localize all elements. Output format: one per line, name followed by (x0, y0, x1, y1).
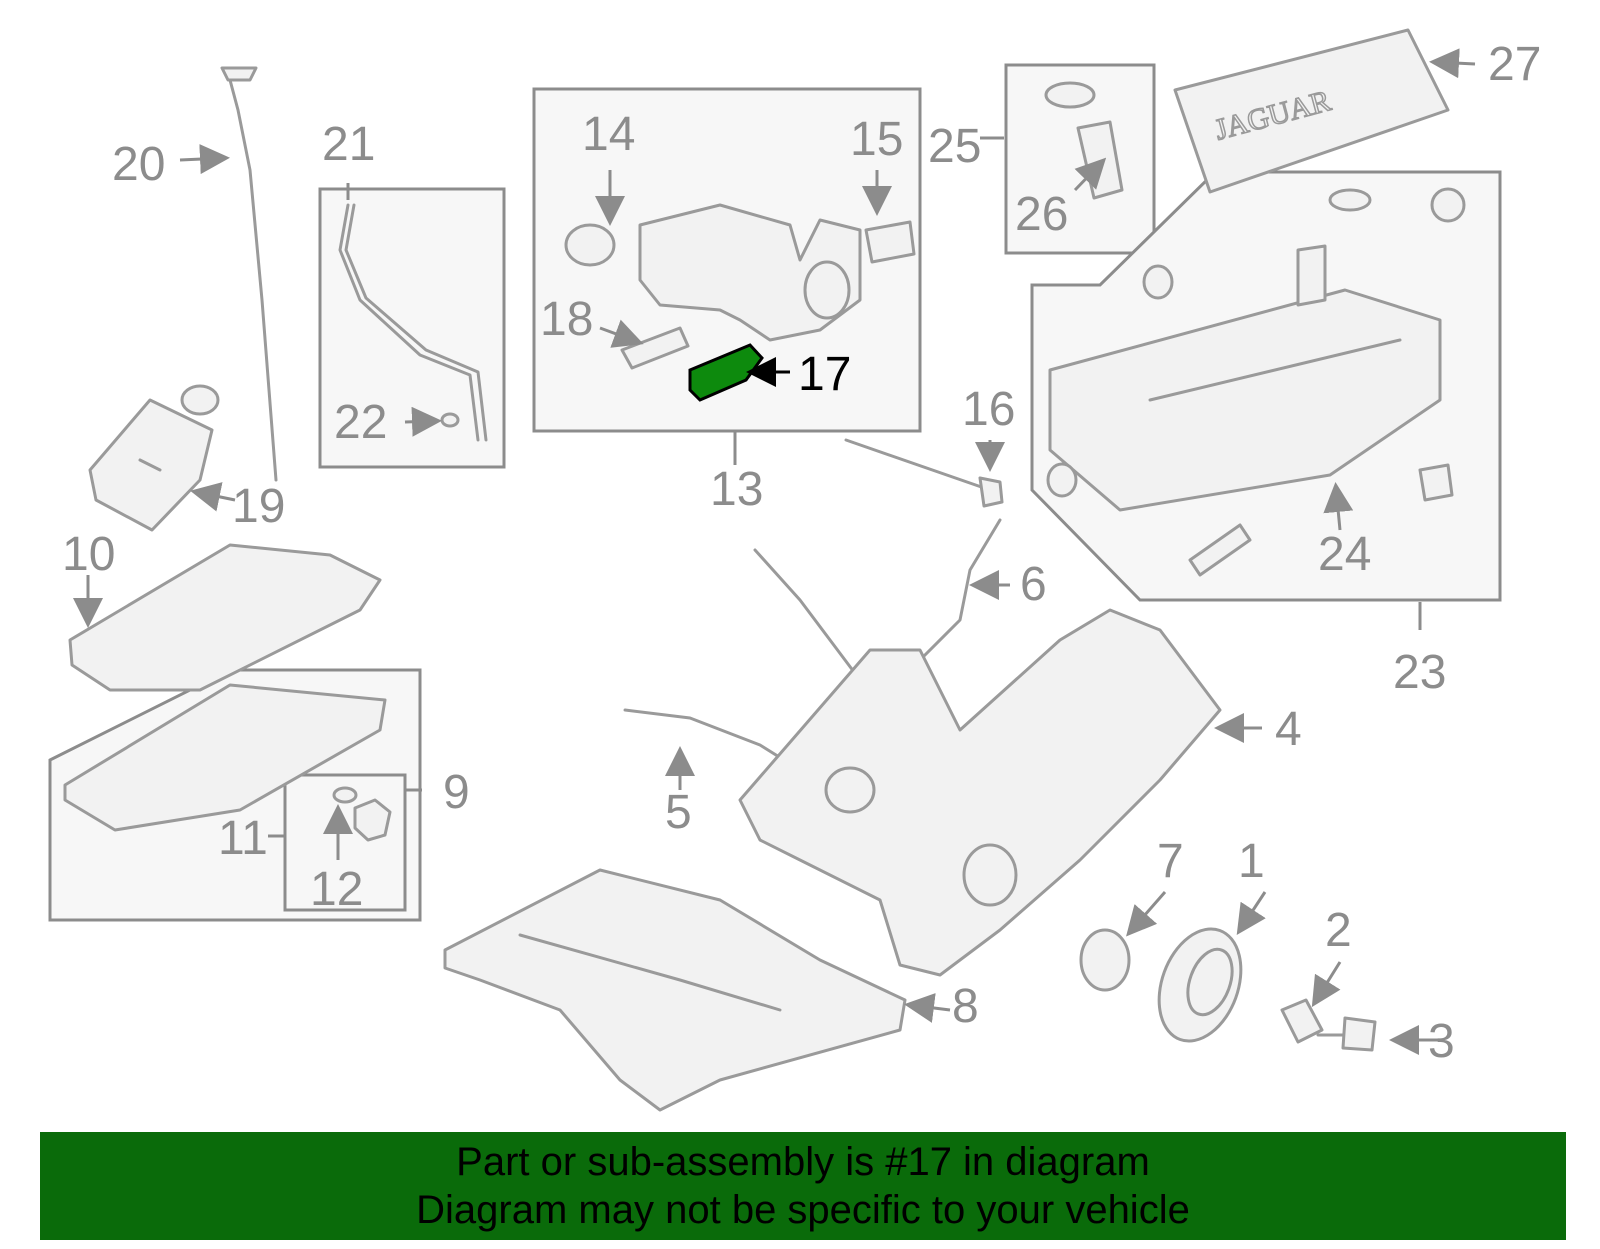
valve-cover (1046, 187, 1466, 577)
callout-14: 14 (582, 108, 635, 161)
callout-1: 1 (1238, 835, 1265, 888)
callout-27: 27 (1488, 38, 1541, 91)
callout-19: 19 (232, 480, 285, 533)
fitting-15 (864, 220, 916, 264)
callout-2: 2 (1325, 904, 1352, 957)
part-notice-line: Part or sub-assembly is #17 in diagram (456, 1140, 1150, 1184)
callout-15: 15 (850, 113, 903, 166)
o-ring-22 (440, 412, 460, 428)
dipstick-tube (338, 203, 488, 442)
callout-8: 8 (952, 980, 979, 1033)
callout-16: 16 (962, 383, 1015, 436)
callout-6: 6 (1020, 558, 1047, 611)
vehicle-disclaimer-line: Diagram may not be specific to your vehi… (416, 1188, 1190, 1232)
callout-3: 3 (1428, 1015, 1455, 1068)
timing-cover (738, 608, 1222, 977)
bolt-3 (1316, 1016, 1377, 1052)
thermostat-housing (638, 203, 862, 342)
washer-2 (1280, 998, 1324, 1044)
callout-7: 7 (1157, 835, 1184, 888)
callout-13: 13 (710, 463, 763, 516)
drain-plug-washer (332, 786, 358, 804)
callout-17: 17 (798, 348, 851, 401)
engine-cover: JAGUAR (1173, 28, 1450, 194)
callout-24: 24 (1318, 528, 1371, 581)
crank-pulley (1157, 927, 1243, 1043)
callout-12: 12 (310, 863, 363, 916)
gasket-6 (918, 518, 1002, 662)
callout-21: 21 (322, 118, 375, 171)
callout-20: 20 (112, 138, 165, 191)
filler-cap (1044, 81, 1096, 109)
callout-4: 4 (1275, 703, 1302, 756)
oil-pan-gasket (68, 543, 382, 692)
callout-9: 9 (443, 766, 470, 819)
callout-10: 10 (62, 528, 115, 581)
part-notice-banner: Part or sub-assembly is #17 in diagram D… (40, 1132, 1566, 1240)
seal-14 (564, 223, 616, 267)
drain-plug (353, 798, 392, 842)
lower-crankcase (443, 868, 907, 1112)
callout-26: 26 (1015, 188, 1068, 241)
parts-diagram: JAGUAR (48, 28, 1541, 1112)
stud-16 (844, 438, 1004, 508)
callout-18: 18 (540, 293, 593, 346)
callout-25: 25 (928, 120, 981, 173)
gasket-6b (753, 548, 862, 682)
sensor-18 (620, 326, 690, 370)
callout-5: 5 (665, 786, 692, 839)
callout-23: 23 (1393, 646, 1446, 699)
oil-filter (88, 384, 220, 532)
oil-pan (63, 683, 387, 832)
callout-22: 22 (334, 396, 387, 449)
dipstick (220, 66, 278, 482)
crank-seal (1079, 928, 1131, 992)
callout-11: 11 (218, 812, 268, 865)
